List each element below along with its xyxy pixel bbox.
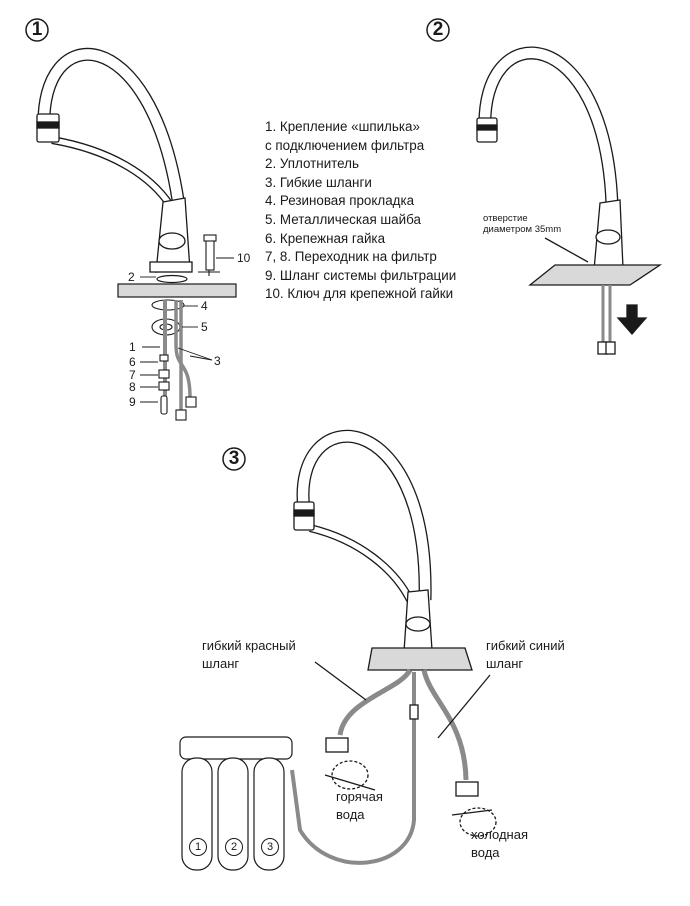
part-label-6: 6 bbox=[129, 355, 136, 369]
legend-line: 2. Уплотнитель bbox=[265, 156, 359, 172]
part-label-8: 8 bbox=[129, 380, 136, 394]
part-label-4: 4 bbox=[201, 299, 208, 313]
step-badge-2: 2 bbox=[425, 17, 451, 43]
legend-line: 6. Крепежная гайка bbox=[265, 230, 386, 246]
part-label-1: 1 bbox=[129, 340, 136, 354]
legend-line: с подключением фильтра bbox=[265, 137, 425, 153]
legend-line: 1. Крепление «шпилька» bbox=[265, 119, 420, 134]
step-badge-3: 3 bbox=[221, 446, 247, 472]
parts-legend: 1. Крепление «шпилька» с подключением фи… bbox=[265, 118, 456, 304]
faucet-1 bbox=[36, 47, 193, 273]
legend-line: 3. Гибкие шланги bbox=[265, 174, 372, 190]
part-label-7: 7 bbox=[129, 368, 136, 382]
part-label-9: 9 bbox=[129, 395, 136, 409]
faucet-2 bbox=[476, 46, 663, 355]
part-label-3: 3 bbox=[214, 354, 221, 368]
filter-number-2: 2 bbox=[225, 838, 243, 856]
filter-number-1: 1 bbox=[189, 838, 207, 856]
step-badge-1: 1 bbox=[24, 17, 50, 43]
part-label-2: 2 bbox=[128, 270, 135, 284]
red-hose-label: гибкий красный шланг bbox=[202, 638, 296, 671]
faucet-3 bbox=[290, 429, 497, 865]
legend-line: 9. Шланг системы фильтрации bbox=[265, 267, 457, 283]
hole-note: отверстие диаметром 35mm bbox=[483, 213, 562, 235]
legend-line: 4. Резиновая прокладка bbox=[265, 193, 415, 209]
legend-line: 10. Ключ для крепежной гайки bbox=[265, 286, 454, 302]
under-counter-parts bbox=[151, 234, 220, 421]
filter-number-3: 3 bbox=[261, 838, 279, 856]
counter-1 bbox=[117, 274, 237, 298]
legend-line: 5. Металлическая шайба bbox=[265, 211, 421, 227]
legend-line: 7, 8. Переходник на фильтр bbox=[265, 249, 437, 265]
callout-lines-1 bbox=[140, 257, 234, 403]
part-label-5: 5 bbox=[201, 320, 208, 334]
hot-water-label: горячая вода bbox=[336, 789, 383, 822]
part-label-10: 10 bbox=[237, 251, 251, 265]
cold-water-label: холодная вода bbox=[471, 827, 529, 860]
blue-hose-label: гибкий синий шланг bbox=[486, 638, 565, 671]
